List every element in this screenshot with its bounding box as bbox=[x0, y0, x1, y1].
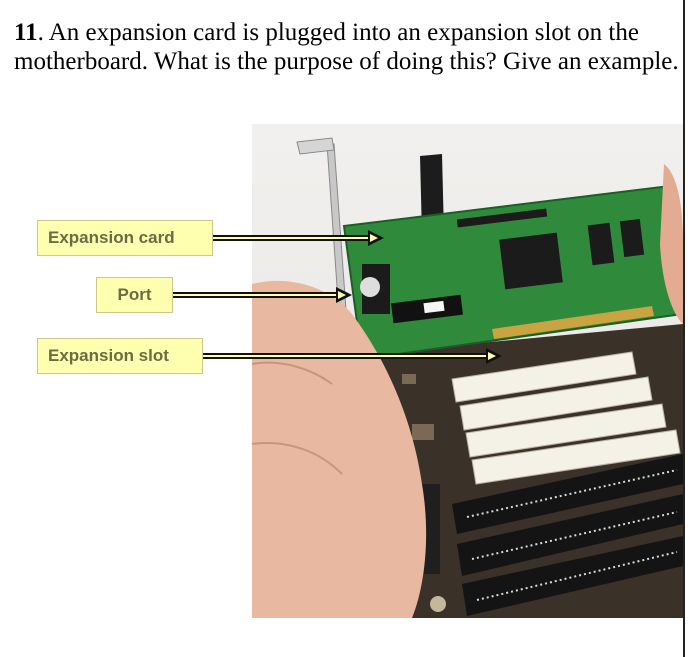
motherboard-illustration bbox=[252, 137, 683, 618]
question-body: . An expansion card is plugged into an e… bbox=[14, 19, 679, 75]
label-port: Port bbox=[96, 277, 173, 313]
label-expansion-card: Expansion card bbox=[37, 220, 213, 256]
hand bbox=[252, 164, 683, 618]
black-slots bbox=[452, 454, 683, 616]
white-pci-slots bbox=[451, 351, 681, 485]
question-text: 11. An expansion card is plugged into an… bbox=[14, 18, 679, 76]
label-expansion-slot: Expansion slot bbox=[37, 338, 203, 374]
motherboard-photo bbox=[252, 124, 683, 618]
expansion-card-pcb bbox=[342, 184, 683, 361]
question-number: 11 bbox=[14, 19, 38, 46]
page-right-edge bbox=[683, 0, 700, 657]
